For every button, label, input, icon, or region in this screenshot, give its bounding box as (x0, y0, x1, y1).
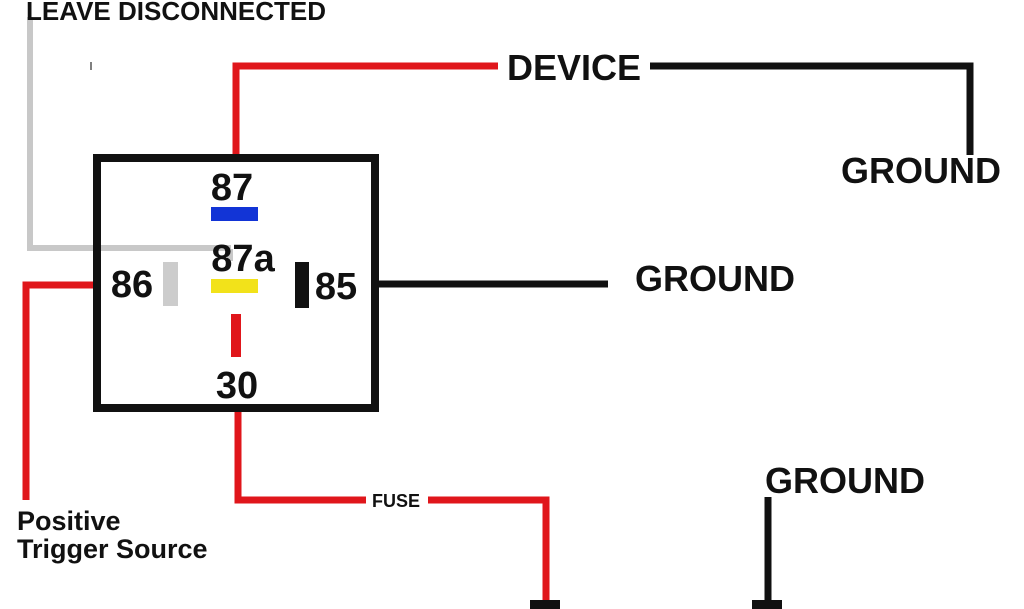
pin-87-label: 87 (211, 167, 253, 209)
ground-wires (376, 62, 974, 609)
wire-86-to-trigger (22, 281, 100, 500)
battery-positive-terminal (530, 600, 560, 609)
dotted-wire-87a (27, 17, 233, 265)
relay-box (93, 154, 379, 412)
positive-wires (22, 62, 550, 609)
wire-87-to-device (232, 62, 498, 158)
fuse-label: FUSE (372, 491, 420, 511)
device-label: DEVICE (507, 47, 641, 88)
wire-fuse-to-battery (428, 496, 550, 609)
battery-negative-terminal (752, 600, 782, 609)
wire-device-to-ground (650, 62, 974, 155)
pin-85-label: 85 (315, 266, 357, 308)
leave-disconnected-label: LEAVE DISCONNECTED (26, 0, 326, 26)
disconnected-wire (27, 17, 233, 265)
pin-30-label: 30 (216, 365, 258, 407)
pin86-marker (163, 262, 178, 306)
pin-86-label: 86 (111, 264, 153, 306)
pin-87a-label: 87a (211, 238, 275, 280)
pin85-marker (295, 262, 309, 308)
trigger-label-line1: Positive (17, 506, 121, 536)
ground-label-device: GROUND (841, 150, 1001, 191)
ground-label-battery: GROUND (765, 460, 925, 501)
pin87-marker (211, 207, 258, 221)
wire-30-to-fuse (234, 408, 366, 504)
trigger-label-line2: Trigger Source (17, 534, 208, 564)
pin87a-marker (211, 279, 258, 293)
ground-label-pin85: GROUND (635, 258, 795, 299)
